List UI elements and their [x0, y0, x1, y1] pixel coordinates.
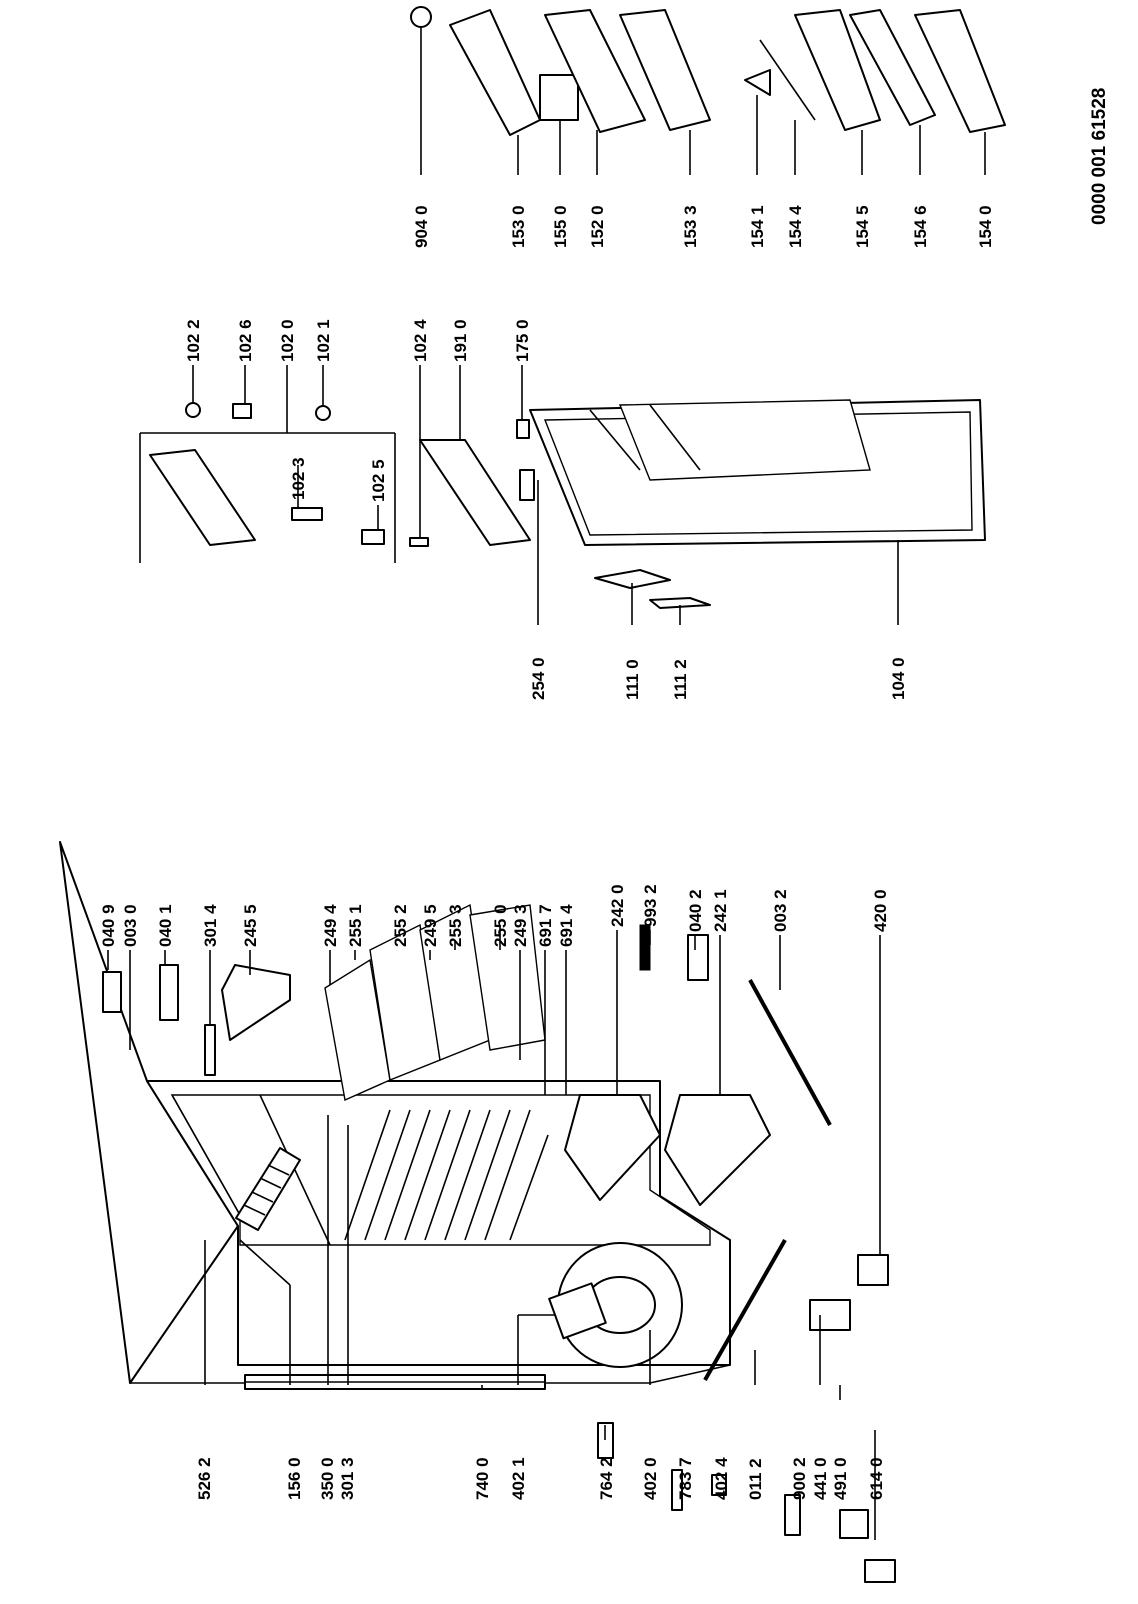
callout-2540: 254 0	[529, 657, 548, 700]
callout-7400: 740 0	[473, 1457, 492, 1500]
callout-1021: 102 1	[314, 319, 333, 362]
callout-1910: 191 0	[451, 319, 470, 362]
callout-1541: 154 1	[748, 205, 767, 248]
callout-0032: 003 2	[771, 889, 790, 932]
callout-9932: 993 2	[641, 884, 660, 927]
callout-0030: 003 0	[121, 904, 140, 947]
callout-1020: 102 0	[278, 319, 297, 362]
callout-6917: 691 7	[536, 904, 555, 947]
ice-tray-grid	[235, 1147, 301, 1231]
glass-shelves	[324, 903, 546, 1102]
door-bins	[410, 6, 1006, 136]
freezer-flap-kit	[139, 402, 531, 563]
callout-4021: 402 1	[509, 1457, 528, 1500]
callout-1530: 153 0	[509, 205, 528, 248]
callout-1550: 155 0	[551, 205, 570, 248]
callout-3014: 301 4	[201, 904, 220, 947]
callout-0112: 011 2	[746, 1458, 765, 1500]
callout-1750: 175 0	[513, 319, 532, 362]
callout-0401: 040 1	[156, 904, 175, 947]
callout-4410: 441 0	[811, 1457, 830, 1500]
callout-1022: 102 2	[184, 319, 203, 362]
door-assembly	[516, 399, 986, 609]
callout-3500: 350 0	[318, 1457, 337, 1500]
callout-1023: 102 3	[289, 457, 308, 500]
cabinet-body	[59, 841, 896, 1583]
callout-1544: 154 4	[786, 205, 805, 248]
callout-1545: 154 5	[853, 205, 872, 248]
condenser	[244, 1374, 546, 1390]
callout-6140: 614 0	[867, 1457, 886, 1500]
callout-1560: 156 0	[285, 1457, 304, 1500]
callout-0409: 040 9	[99, 904, 118, 947]
callout-2495: 249 5	[421, 904, 440, 947]
callout-labels: 526 2 156 0 350 0 301 3 740 0 402 1 764 …	[99, 88, 1110, 1500]
callout-3013: 301 3	[338, 1457, 357, 1500]
callout-1026: 102 6	[236, 319, 255, 362]
callout-4200: 420 0	[871, 889, 890, 932]
shelf-guides	[344, 1109, 549, 1241]
callout-2421: 242 1	[711, 889, 730, 932]
callout-1025: 102 5	[369, 459, 388, 502]
callout-2551: 255 1	[346, 904, 365, 947]
callout-6914: 691 4	[557, 904, 576, 947]
callout-4020: 402 0	[641, 1457, 660, 1500]
callout-2455: 245 5	[241, 904, 260, 947]
callout-2420: 242 0	[608, 884, 627, 927]
callout-2550: 255 0	[491, 904, 510, 947]
callout-9040: 904 0	[412, 205, 431, 248]
drawing-code: 0000 001 61528	[1089, 88, 1110, 225]
callout-7837: 783 7	[676, 1457, 695, 1500]
callout-2494: 249 4	[321, 904, 340, 947]
callout-1024: 102 4	[411, 319, 430, 362]
callout-0402: 040 2	[686, 889, 705, 932]
callout-5262: 526 2	[195, 1457, 214, 1500]
leader-lines	[107, 27, 986, 1540]
callout-1546: 154 6	[911, 205, 930, 248]
callout-2493: 249 3	[511, 904, 530, 947]
crisper-drawers	[564, 1094, 771, 1206]
callout-7642: 764 2	[597, 1457, 616, 1500]
callout-2553: 255 3	[446, 904, 465, 947]
callout-2552: 255 2	[391, 904, 410, 947]
callout-1112: 111 2	[671, 659, 690, 700]
callout-1520: 152 0	[588, 205, 607, 248]
callout-1533: 153 3	[681, 205, 700, 248]
callout-1110: 111 0	[623, 659, 642, 700]
callout-4024: 402 4	[712, 1457, 731, 1500]
compressor	[548, 1242, 683, 1368]
callout-1540: 154 0	[976, 205, 995, 248]
callout-9002: 900 2	[790, 1457, 809, 1500]
callout-4910: 491 0	[831, 1457, 850, 1500]
callout-1040: 104 0	[889, 657, 908, 700]
